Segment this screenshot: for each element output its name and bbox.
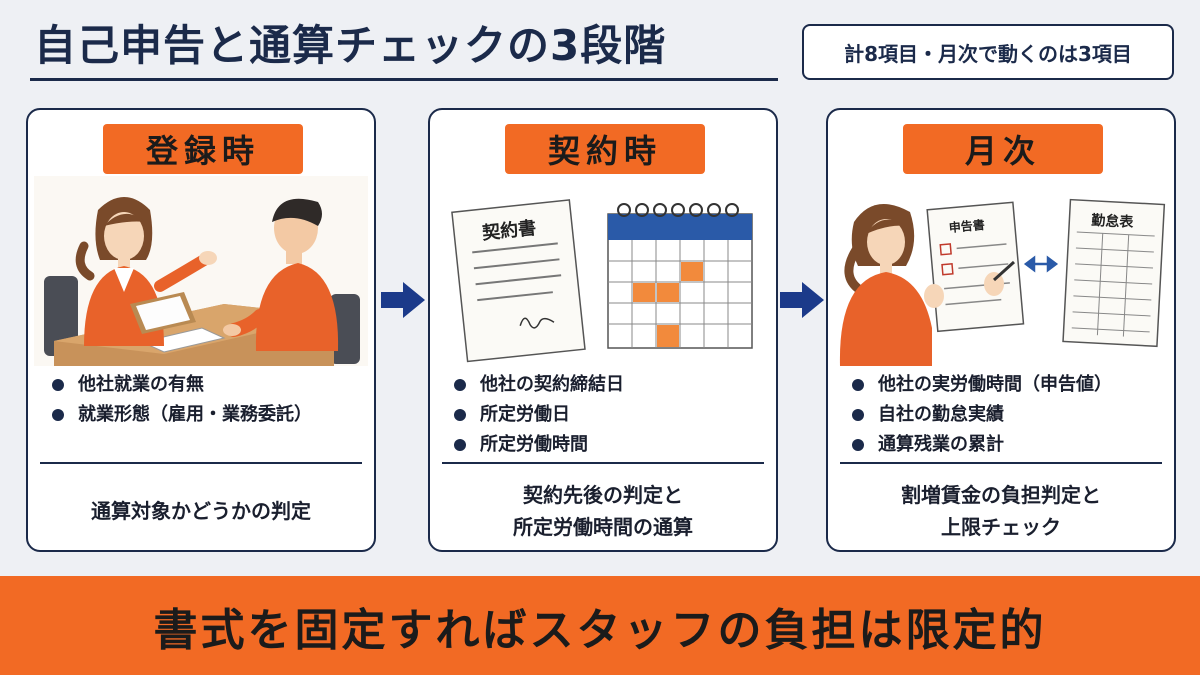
stage-registration-items: 他社就業の有無 就業形態（雇用・業務委託） (52, 370, 312, 430)
report-timesheet-illustration: 申告書 勤怠表 (839, 198, 1166, 366)
bullet-icon (852, 439, 864, 451)
report-form-label: 申告書 (948, 217, 985, 235)
list-item: 自社の勤怠実績 (852, 400, 1112, 430)
footer-message: 書式を固定すればスタッフの負担は限定的 (153, 604, 1047, 656)
stage-monthly-items: 他社の実労働時間（申告値） 自社の勤怠実績 通算残業の累計 (852, 370, 1112, 460)
bullet-icon (454, 379, 466, 391)
divider (442, 462, 764, 464)
title-underline (30, 78, 778, 81)
list-item: 所定労働時間 (454, 430, 624, 460)
divider (840, 462, 1162, 464)
stage-contract-result: 契約先後の判定と 所定労働時間の通算 (513, 483, 693, 539)
bullet-icon (52, 409, 64, 421)
bullet-icon (454, 409, 466, 421)
list-item: 他社就業の有無 (52, 370, 312, 400)
bullet-icon (52, 379, 64, 391)
stage-monthly-result: 割増賃金の負担判定と 上限チェック (901, 483, 1101, 539)
footer-banner: 書式を固定すればスタッフの負担は限定的 (0, 576, 1200, 675)
stage-contract-label: 契約時 (505, 124, 705, 174)
list-item: 所定労働日 (454, 400, 624, 430)
stage-monthly-card: 月次 申告書 (826, 108, 1176, 552)
list-item: 通算残業の累計 (852, 430, 1112, 460)
page-title: 自己申告と通算チェックの3段階 (34, 21, 667, 70)
stage-registration-label: 登録時 (103, 124, 303, 174)
item-count-badge: 計8項目・月次で動くのは3項目 (802, 24, 1174, 80)
stage-registration-card: 登録時 他社就業の有無 就業形態（雇用・業務委託） 通算対象 (26, 108, 376, 552)
list-item: 他社の契約締結日 (454, 370, 624, 400)
arrow-right-icon (381, 282, 425, 318)
bullet-icon (454, 439, 466, 451)
stage-contract-card: 契約時 契約書 他社の契約締結日 (428, 108, 778, 552)
divider (40, 462, 362, 464)
list-item: 他社の実労働時間（申告値） (852, 370, 1112, 400)
bullet-icon (852, 379, 864, 391)
contract-calendar-illustration: 契約書 (451, 199, 753, 363)
interview-illustration (34, 176, 368, 366)
arrow-right-icon (780, 282, 824, 318)
stage-registration-result: 通算対象かどうかの判定 (91, 499, 311, 523)
bullet-icon (852, 409, 864, 421)
stage-contract-items: 他社の契約締結日 所定労働日 所定労働時間 (454, 370, 624, 460)
timesheet-label: 勤怠表 (1091, 212, 1135, 231)
list-item: 就業形態（雇用・業務委託） (52, 400, 312, 430)
stage-monthly-label: 月次 (903, 124, 1103, 174)
